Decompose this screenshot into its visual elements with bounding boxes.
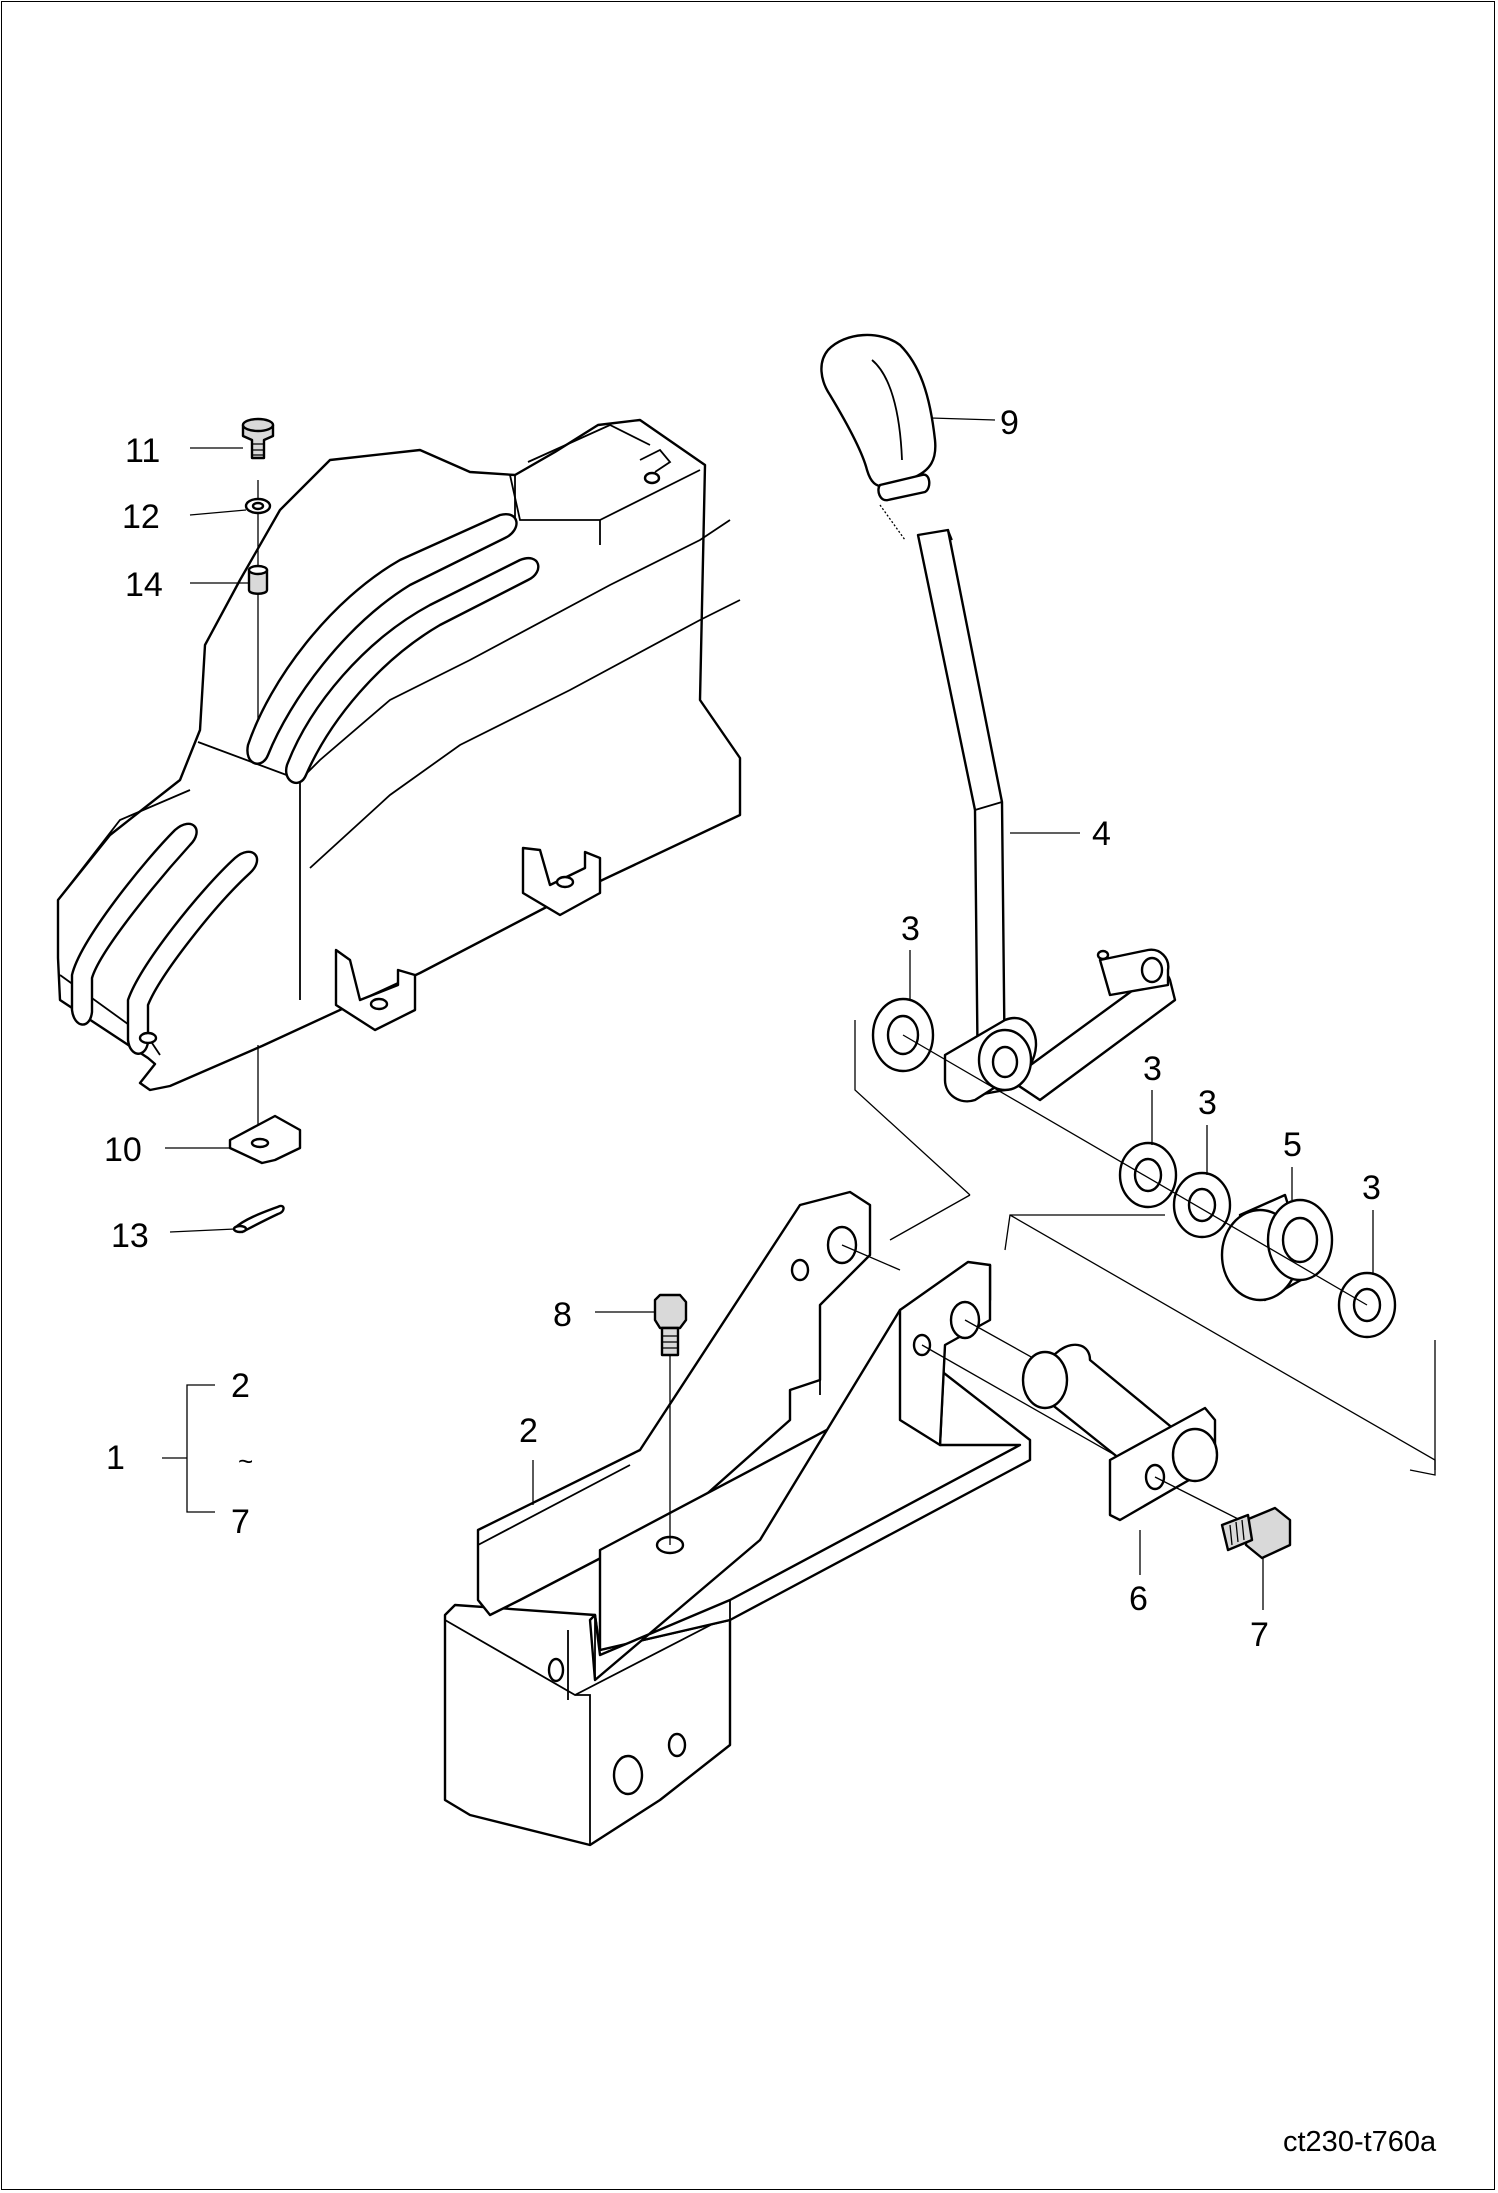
callout-3-a: 3 [901, 910, 920, 948]
callout-labels: 11 12 14 10 13 9 4 3 3 3 5 3 8 2 6 7 1 2… [104, 404, 1437, 2158]
assembly-guide-lines [854, 1020, 1436, 1476]
callout-4: 4 [1092, 815, 1111, 853]
callout-11: 11 [125, 432, 160, 470]
pin-and-plate [1021, 1343, 1292, 1560]
callout-9: 9 [1000, 404, 1019, 442]
callout-10: 10 [104, 1131, 142, 1169]
assembly-number: 1 [106, 1439, 125, 1477]
callout-3-c: 3 [1198, 1084, 1217, 1122]
console-cover [56, 418, 742, 1092]
callout-14: 14 [125, 566, 163, 604]
callout-8: 8 [553, 1296, 572, 1334]
callout-5: 5 [1283, 1126, 1302, 1164]
assembly-range-start: 2 [231, 1367, 250, 1405]
callout-3-d: 3 [1362, 1169, 1381, 1207]
callout-7: 7 [1250, 1616, 1269, 1654]
callout-3-b: 3 [1143, 1050, 1162, 1088]
callout-13: 13 [111, 1217, 149, 1255]
callout-2: 2 [519, 1412, 538, 1450]
assembly-range-end: 7 [231, 1503, 250, 1541]
callout-6: 6 [1129, 1580, 1148, 1618]
shift-lever [820, 333, 1177, 1103]
bracket-and-pin [228, 1045, 302, 1234]
drawing-code: ct230-t760a [1283, 2126, 1437, 2158]
callout-12: 12 [122, 498, 160, 536]
bolt-8 [653, 1293, 688, 1545]
base-bracket [443, 1190, 1181, 1847]
fasteners-top [241, 417, 275, 720]
washers-and-bushing [871, 997, 1397, 1339]
leader-lines [162, 417, 1374, 1610]
assembly-range-mark: ~ [238, 1446, 253, 1476]
